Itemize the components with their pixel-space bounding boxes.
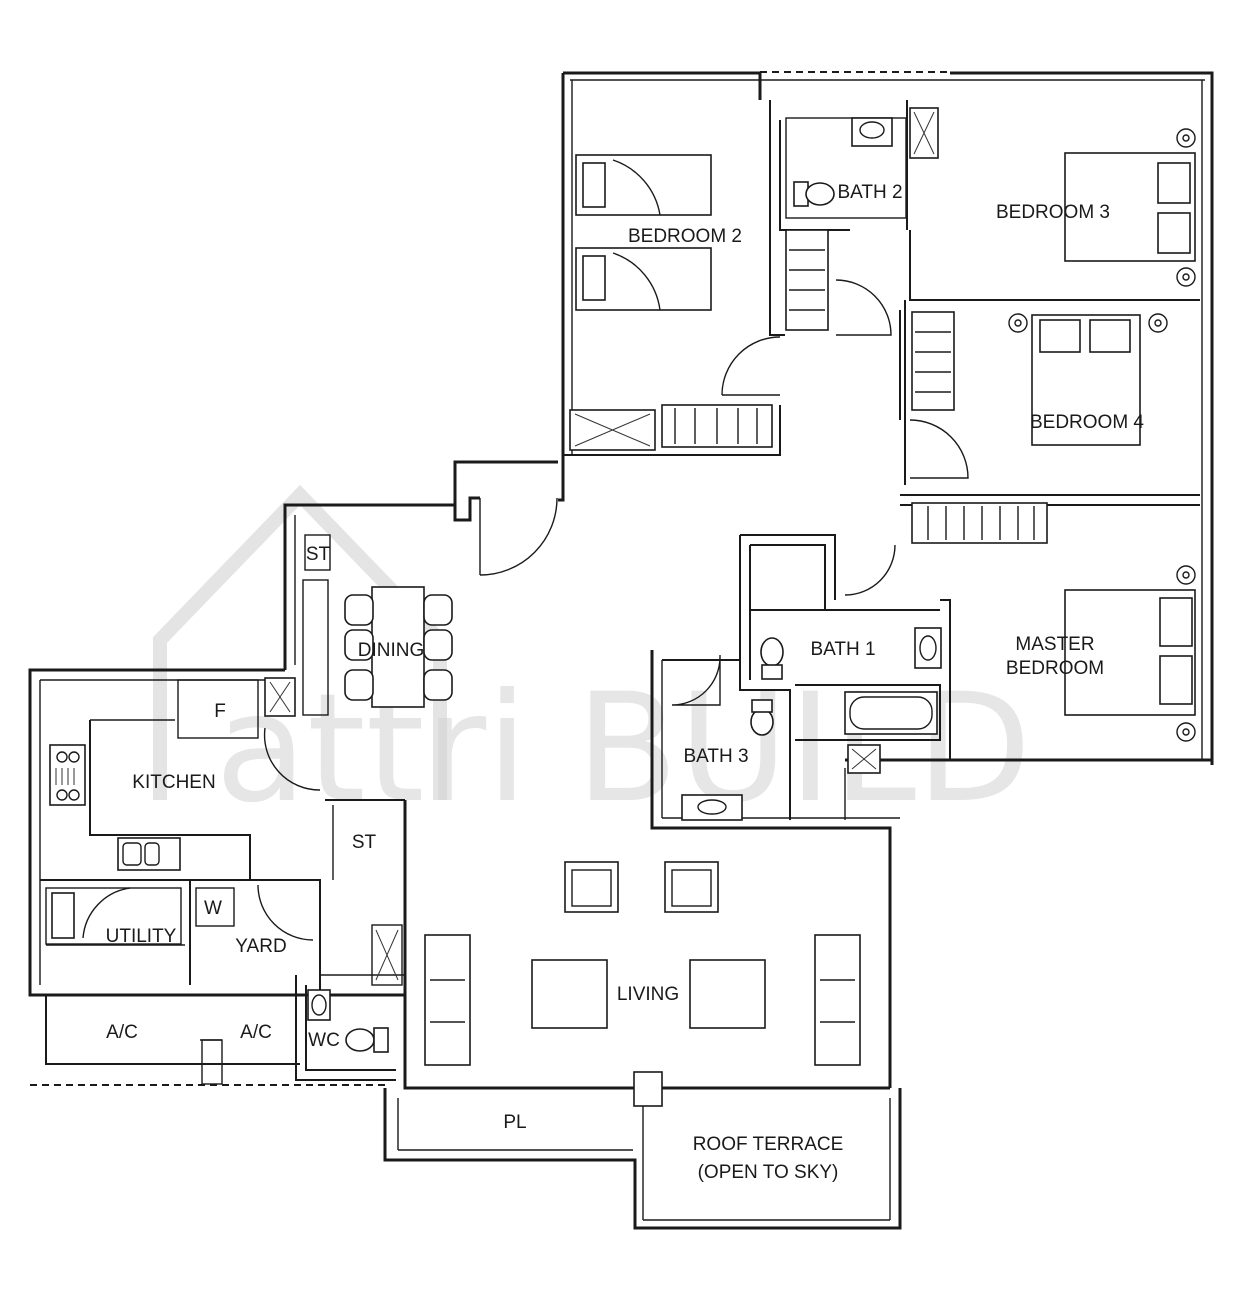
label-bedroom-2: BEDROOM 2 <box>628 226 742 247</box>
furniture <box>49 107 1196 1066</box>
toilet-icon <box>750 699 774 736</box>
wardrobe-icon <box>661 404 773 448</box>
label-bath-2: BATH 2 <box>837 182 902 203</box>
sofa-icon <box>814 934 861 1066</box>
watermark-text: attri BUILD <box>215 662 1032 836</box>
bed-icon <box>1064 589 1196 716</box>
label-wc: WC <box>308 1030 340 1051</box>
label-fridge: F <box>214 701 226 722</box>
label-ac-left: A/C <box>106 1022 138 1043</box>
bed-icon <box>1031 314 1141 446</box>
hob-icon <box>49 744 86 806</box>
label-terrace-line2: (OPEN TO SKY) <box>698 1162 839 1183</box>
label-living: LIVING <box>617 984 679 1005</box>
armchair-icon <box>664 861 719 913</box>
dining-table-icon <box>344 586 453 708</box>
label-store-kitchen: ST <box>352 832 377 853</box>
bathtub-icon <box>844 691 938 735</box>
label-yard: YARD <box>235 936 286 957</box>
watermark: attri BUILD <box>153 484 1032 836</box>
label-store-dining: ST <box>306 544 331 565</box>
label-bedroom-4: BEDROOM 4 <box>1030 412 1144 433</box>
wardrobe-icon <box>785 229 829 331</box>
toilet-icon <box>345 1027 389 1053</box>
label-ac-right: A/C <box>240 1022 272 1043</box>
sofa-icon <box>424 934 471 1066</box>
room-labels: BEDROOM 2 BATH 2 BEDROOM 3 BEDROOM 4 MAS… <box>106 182 1145 1183</box>
bed-icon <box>575 154 712 216</box>
wardrobe-icon <box>911 502 1048 544</box>
toilet-icon <box>760 637 784 680</box>
bed-icon <box>575 247 712 311</box>
outer-walls <box>28 71 1214 1230</box>
doors <box>257 279 969 941</box>
label-bath-1: BATH 1 <box>810 639 875 660</box>
label-master-line1: MASTER <box>1015 634 1094 655</box>
label-dining: DINING <box>358 640 425 661</box>
armchair-icon <box>564 861 619 913</box>
label-terrace-line1: ROOF TERRACE <box>693 1134 844 1155</box>
bed-icon <box>1064 152 1196 262</box>
label-washer: W <box>204 898 222 919</box>
label-bedroom-3: BEDROOM 3 <box>996 202 1110 223</box>
label-utility: UTILITY <box>106 926 177 947</box>
interior-walls <box>40 100 1200 1081</box>
washing-machine-icon <box>51 887 131 939</box>
label-kitchen: KITCHEN <box>132 772 215 793</box>
label-master-line2: BEDROOM <box>1006 658 1104 679</box>
label-bath-3: BATH 3 <box>683 746 748 767</box>
label-pl: PL <box>503 1112 526 1133</box>
wardrobe-icon <box>911 311 955 411</box>
toilet-icon <box>793 181 835 207</box>
sink-icon <box>117 837 181 871</box>
